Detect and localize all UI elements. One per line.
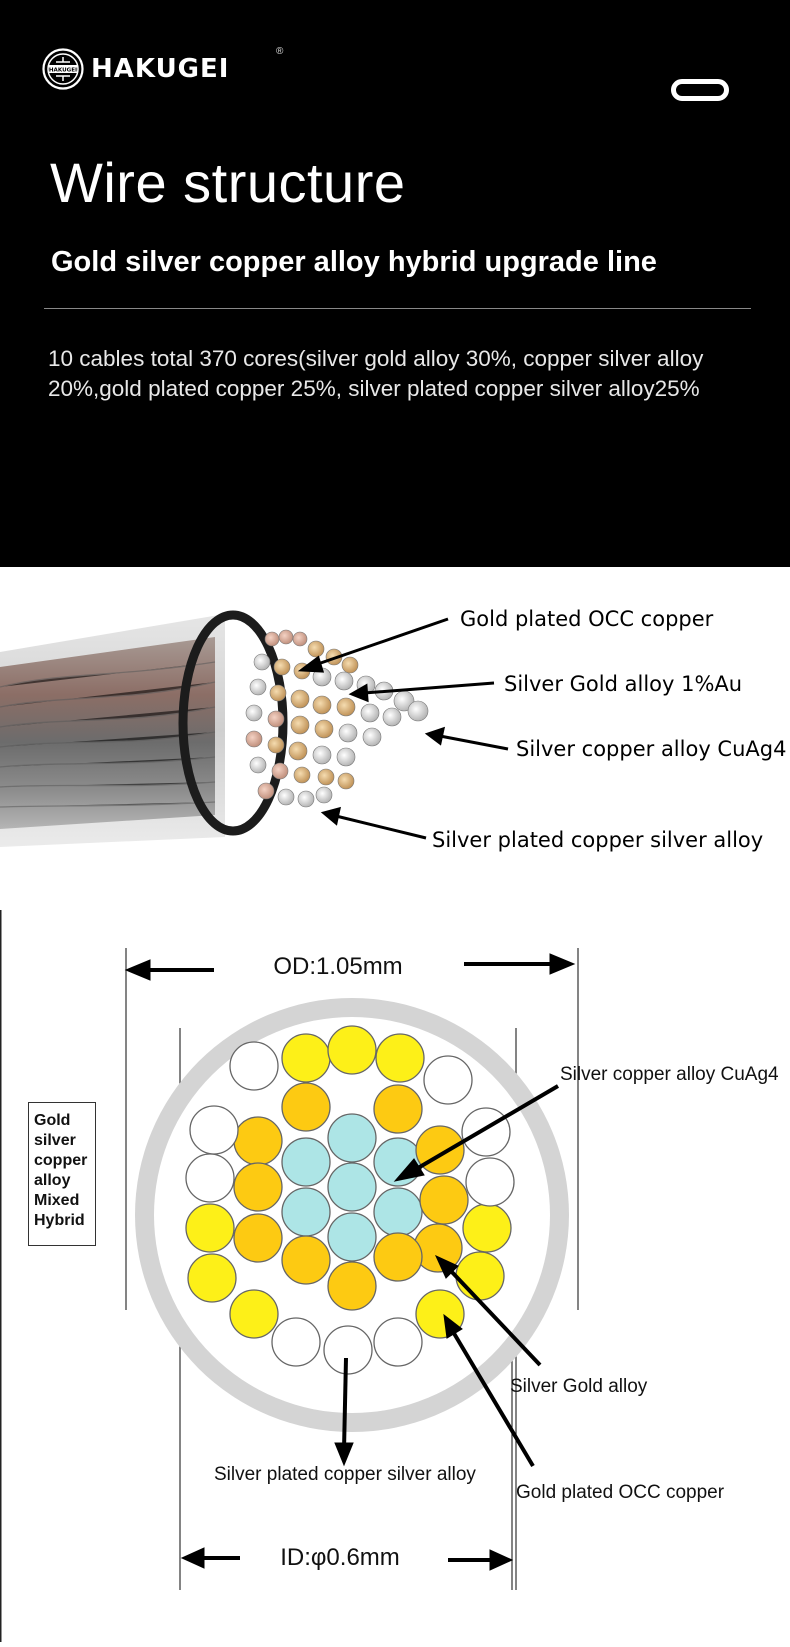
cable-illustration: Gold plated OCC copper Silver Gold alloy… bbox=[0, 607, 786, 852]
legend-line: silver bbox=[34, 1132, 76, 1149]
od-dimension bbox=[125, 948, 579, 1310]
diagram-label-cuag4: Silver copper alloy CuAg4 bbox=[560, 1064, 779, 1085]
diagram-callouts bbox=[334, 1084, 560, 1468]
brand-name: HAKUGEI bbox=[91, 54, 230, 84]
cable-body bbox=[0, 610, 288, 847]
usb-c-icon bbox=[671, 79, 729, 101]
conductor-core bbox=[327, 1113, 377, 1163]
conductor-core bbox=[185, 1153, 235, 1203]
id-label: ID:φ0.6mm bbox=[280, 1544, 400, 1571]
conductor-core bbox=[281, 1137, 331, 1187]
conductor-core bbox=[373, 1232, 423, 1282]
cable-callouts: Gold plated OCC copper Silver Gold alloy… bbox=[297, 607, 786, 852]
hero-section: HAKUGEI HAKUGEI ® Wire structure Gold si… bbox=[0, 0, 790, 567]
hybrid-legend-box: Gold silver copper alloy Mixed Hybrid bbox=[28, 1102, 96, 1246]
legend-line: Hybrid bbox=[34, 1212, 85, 1229]
conductor-core bbox=[281, 1033, 331, 1083]
description: 10 cables total 370 cores(silver gold al… bbox=[48, 346, 704, 401]
conductor-core bbox=[461, 1107, 511, 1157]
conductor-core bbox=[229, 1041, 279, 1091]
conductor-core bbox=[323, 1325, 373, 1375]
divider bbox=[44, 308, 751, 309]
exposed-strands bbox=[245, 629, 429, 808]
cable-label-cuag4: Silver copper alloy CuAg4 bbox=[516, 737, 786, 761]
conductor-core bbox=[233, 1162, 283, 1212]
conductor-core bbox=[327, 1212, 377, 1262]
conductor-core bbox=[185, 1203, 235, 1253]
conductor-core bbox=[281, 1082, 331, 1132]
conductor-core bbox=[462, 1203, 512, 1253]
conductor-core bbox=[455, 1251, 505, 1301]
diagram-label-silver-gold: Silver Gold alloy bbox=[510, 1376, 648, 1397]
conductor-core bbox=[373, 1084, 423, 1134]
cross-section-diagram-section: OD:1.05mm ID:φ0.6mm bbox=[0, 910, 790, 1642]
legend-line: Gold bbox=[34, 1112, 71, 1129]
conductor-core bbox=[271, 1317, 321, 1367]
conductor-core bbox=[233, 1116, 283, 1166]
conductor-core bbox=[373, 1317, 423, 1367]
conductor-core bbox=[327, 1025, 377, 1075]
cross-section-diagram: OD:1.05mm ID:φ0.6mm bbox=[0, 910, 779, 1642]
legend-line: copper bbox=[34, 1152, 88, 1169]
conductor-core bbox=[233, 1213, 283, 1263]
conductor-core bbox=[465, 1157, 515, 1207]
conductor-cores bbox=[185, 1025, 515, 1375]
page-title: Wire structure bbox=[50, 151, 406, 214]
conductor-core bbox=[327, 1261, 377, 1311]
brand-logo[interactable]: HAKUGEI HAKUGEI ® bbox=[42, 46, 283, 90]
conductor-core bbox=[187, 1253, 237, 1303]
legend-line: Mixed bbox=[34, 1192, 80, 1209]
conductor-core bbox=[419, 1175, 469, 1225]
od-label: OD:1.05mm bbox=[273, 953, 402, 980]
diagram-label-silver-plated: Silver plated copper silver alloy bbox=[214, 1464, 476, 1485]
cable-label-silver-plated: Silver plated copper silver alloy bbox=[432, 828, 763, 852]
cable-label-gold-plated: Gold plated OCC copper bbox=[460, 607, 714, 631]
page-subtitle: Gold silver copper alloy hybrid upgrade … bbox=[51, 246, 657, 278]
conductor-core bbox=[229, 1289, 279, 1339]
conductor-core bbox=[281, 1187, 331, 1237]
brand-seal-text: HAKUGEI bbox=[49, 68, 77, 74]
conductor-core bbox=[327, 1162, 377, 1212]
brand-seal-icon: HAKUGEI bbox=[42, 48, 84, 90]
registered-mark: ® bbox=[276, 46, 284, 57]
conductor-core bbox=[423, 1055, 473, 1105]
cable-label-silver-gold: Silver Gold alloy 1%Au bbox=[504, 672, 742, 696]
conductor-core bbox=[375, 1033, 425, 1083]
conductor-core bbox=[281, 1235, 331, 1285]
diagram-label-gold-plated: Gold plated OCC copper bbox=[516, 1482, 725, 1503]
legend-line: alloy bbox=[34, 1172, 71, 1189]
conductor-core bbox=[189, 1105, 239, 1155]
cable-illustration-section: Gold plated OCC copper Silver Gold alloy… bbox=[0, 567, 790, 910]
conductor-core bbox=[373, 1187, 423, 1237]
